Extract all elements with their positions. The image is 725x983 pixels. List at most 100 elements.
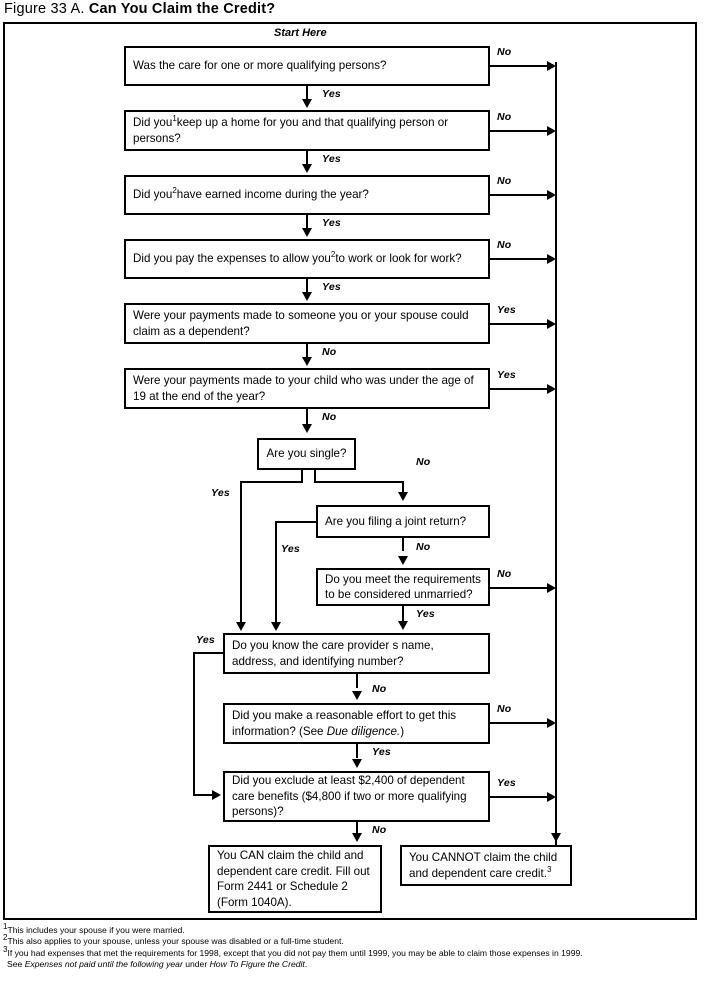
edge-label-q5-no: No bbox=[322, 346, 337, 358]
edge-q1-yes-arrow bbox=[302, 99, 312, 108]
edge-q8-yes-h bbox=[275, 521, 318, 523]
footnote-2-marker: 2 bbox=[3, 933, 8, 943]
node-q11-text: Did you make a reasonable effort to get … bbox=[232, 708, 481, 739]
edge-q7-no-v bbox=[402, 481, 404, 494]
edge-label-q6-yes: Yes bbox=[497, 369, 516, 381]
edge-label-q4-yes: Yes bbox=[322, 281, 341, 293]
edge-q12-yes-line bbox=[490, 796, 552, 798]
node-q2-text-a: Did you bbox=[133, 116, 173, 129]
edge-q7-no-arrow bbox=[398, 492, 408, 501]
figure-title-main: Can You Claim the Credit? bbox=[88, 1, 276, 17]
edge-q10-yes-arrow bbox=[212, 790, 221, 800]
figure-title-prefix: Figure 33 A. bbox=[4, 1, 85, 17]
edge-q10-yes-h1 bbox=[193, 652, 225, 654]
node-q9-considered-unmarried[interactable]: Do you meet the requirements to be consi… bbox=[316, 568, 490, 606]
edge-label-q9-yes: Yes bbox=[416, 608, 435, 620]
edge-q5-no-line bbox=[306, 344, 308, 359]
edge-q3-yes-line bbox=[306, 215, 308, 230]
footnote-3-text: If you had expenses that met the require… bbox=[7, 947, 583, 958]
figure-frame bbox=[3, 22, 697, 920]
footnote-3b-end: . bbox=[304, 958, 308, 969]
edge-label-q1-no: No bbox=[497, 46, 512, 58]
node-cannot-text-a: You CANNOT claim the child and dependent… bbox=[409, 851, 558, 880]
edge-q2-yes-arrow bbox=[302, 164, 312, 173]
footnote-2-text: This also applies to your spouse, unless… bbox=[7, 936, 344, 947]
edge-q10-no-arrow bbox=[352, 691, 362, 700]
node-q4-text: Did you pay the expenses to allow you2to… bbox=[133, 251, 462, 267]
edge-label-q3-yes: Yes bbox=[322, 217, 341, 229]
footnote-3b-italic-2: How To Figure the Credit bbox=[209, 958, 305, 969]
edge-label-q7-yes: Yes bbox=[211, 487, 230, 499]
edge-q11-yes-line bbox=[356, 744, 358, 758]
edge-label-q4-no: No bbox=[497, 239, 512, 251]
edge-q12-no-line bbox=[356, 822, 358, 834]
node-q2-keep-up-home[interactable]: Did you1keep up a home for you and that … bbox=[124, 110, 490, 151]
edge-label-q10-no: No bbox=[372, 683, 387, 695]
footnote-3b-mid: under bbox=[182, 958, 210, 969]
node-q8-joint-return[interactable]: Are you filing a joint return? bbox=[316, 505, 490, 538]
footnote-2: 2This also applies to your spouse, unles… bbox=[3, 933, 721, 947]
edge-q7-no-h bbox=[314, 481, 404, 483]
edge-q2-yes-line bbox=[306, 151, 308, 166]
edge-q7-yes-h bbox=[240, 481, 303, 483]
footnote-3-marker: 3 bbox=[3, 944, 8, 954]
edge-q11-yes-arrow bbox=[352, 759, 362, 768]
edge-q8-yes-arrow bbox=[271, 622, 281, 631]
node-result-can-claim[interactable]: You CAN claim the child and dependent ca… bbox=[208, 845, 382, 913]
node-q9-text: Do you meet the requirements to be consi… bbox=[325, 572, 481, 602]
edge-q3-yes-arrow bbox=[302, 228, 312, 237]
footnote-1-marker: 1 bbox=[3, 922, 8, 932]
edge-label-q12-yes: Yes bbox=[497, 777, 516, 789]
node-q5-payments-dependent[interactable]: Were your payments made to someone you o… bbox=[124, 303, 490, 344]
edge-label-q8-yes: Yes bbox=[281, 543, 300, 555]
node-q6-payments-child-under-19[interactable]: Were your payments made to your child wh… bbox=[124, 368, 490, 409]
edge-q12-no-arrow bbox=[352, 833, 362, 842]
node-q3-text: Did you2have earned income during the ye… bbox=[133, 187, 369, 203]
edge-label-q9-no: No bbox=[497, 568, 512, 580]
edge-q7-yes-arrow bbox=[236, 622, 246, 631]
edge-q1-no-arrow bbox=[547, 61, 556, 71]
node-result-cannot-claim[interactable]: You CANNOT claim the child and dependent… bbox=[400, 845, 572, 886]
footnotes: 1This includes your spouse if you were m… bbox=[3, 922, 721, 970]
node-q3-text-a: Did you bbox=[133, 188, 173, 202]
node-q4-pay-expenses[interactable]: Did you pay the expenses to allow you2to… bbox=[124, 239, 490, 279]
footnote-1-text: This includes your spouse if you were ma… bbox=[7, 925, 185, 935]
edge-label-q10-yes: Yes bbox=[196, 634, 215, 646]
node-q1-qualifying-persons[interactable]: Was the care for one or more qualifying … bbox=[124, 46, 490, 86]
figure-title: Figure 33 A. Can You Claim the Credit? bbox=[4, 1, 275, 17]
edge-label-q7-no: No bbox=[416, 456, 431, 468]
node-q1-text: Was the care for one or more qualifying … bbox=[133, 59, 387, 73]
node-q11-reasonable-effort[interactable]: Did you make a reasonable effort to get … bbox=[223, 703, 490, 744]
edge-label-q1-yes: Yes bbox=[322, 88, 341, 100]
edge-label-q2-yes: Yes bbox=[322, 153, 341, 165]
node-q3-superscript: 2 bbox=[172, 186, 177, 196]
footnote-3b-pre: See bbox=[7, 958, 25, 969]
edge-q8-no-arrow bbox=[398, 556, 408, 565]
edge-label-q11-no: No bbox=[497, 703, 512, 715]
node-q7-are-you-single[interactable]: Are you single? bbox=[257, 438, 356, 470]
node-q7-text: Are you single? bbox=[266, 447, 347, 461]
node-can-text: You CAN claim the child and dependent ca… bbox=[217, 849, 370, 909]
edge-q2-no-arrow bbox=[547, 126, 556, 136]
right-rail-arrow-into-cannot bbox=[551, 833, 561, 842]
edge-q9-yes-arrow bbox=[398, 621, 408, 630]
edge-q10-no-line bbox=[356, 674, 358, 688]
node-q3-earned-income[interactable]: Did you2have earned income during the ye… bbox=[124, 175, 490, 215]
edge-label-q5-yes: Yes bbox=[497, 304, 516, 316]
node-q4-text-a: Did you pay the expenses to allow you bbox=[133, 252, 331, 266]
node-q4-superscript: 2 bbox=[330, 250, 336, 260]
edge-q6-no-line bbox=[306, 409, 308, 426]
footnote-1: 1This includes your spouse if you were m… bbox=[3, 922, 721, 936]
node-q4-text-b: to work or look for work? bbox=[335, 252, 462, 266]
edge-q6-yes-line bbox=[490, 388, 552, 390]
edge-label-q3-no: No bbox=[497, 175, 512, 187]
node-q10-provider-info[interactable]: Do you know the care provider s name, ad… bbox=[223, 633, 490, 674]
edge-q7-yes-stub bbox=[301, 470, 303, 483]
edge-q1-yes-line bbox=[306, 86, 308, 101]
edge-q4-yes-arrow bbox=[302, 292, 312, 301]
edge-q4-yes-line bbox=[306, 279, 308, 294]
edge-q11-no-arrow bbox=[547, 718, 556, 728]
node-q12-exclude-benefits[interactable]: Did you exclude at least $2,400 of depen… bbox=[223, 771, 490, 822]
edge-label-q8-no: No bbox=[416, 541, 431, 553]
edge-q5-yes-arrow bbox=[547, 319, 556, 329]
